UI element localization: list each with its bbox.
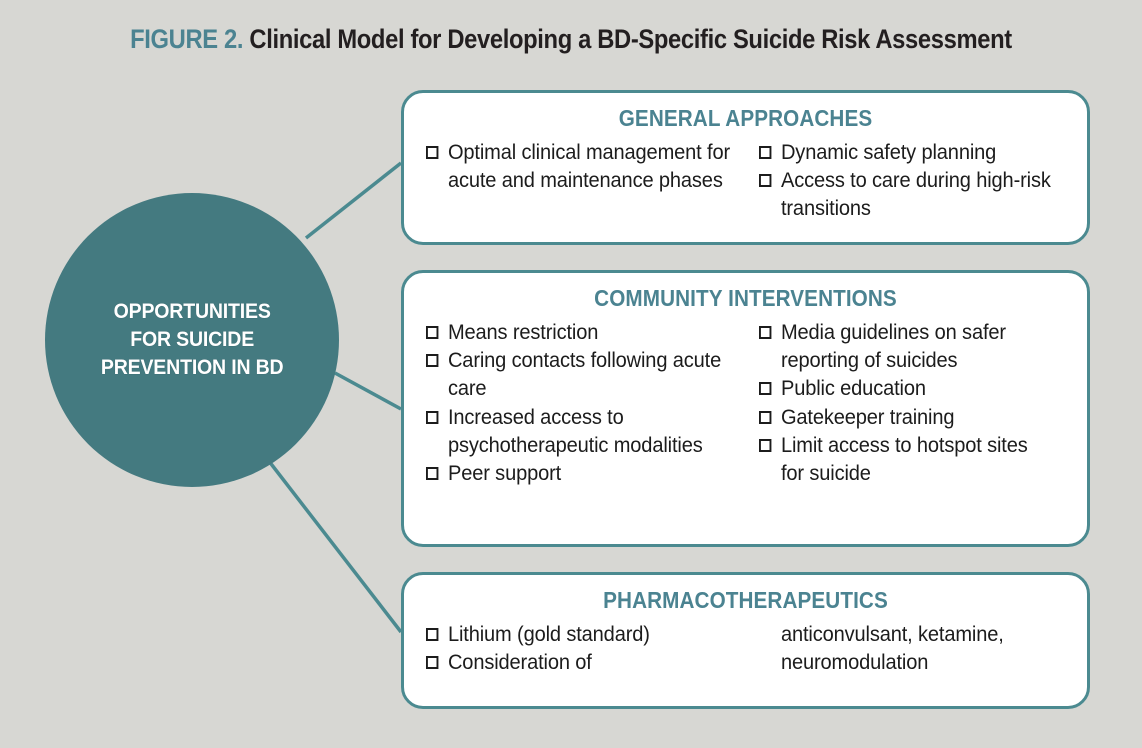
figure-title: FIGURE 2. Clinical Model for Developing … [69,24,1074,55]
list-item: Lithium (gold standard) [426,621,739,649]
connector-hub-to-pharmaco [263,454,403,634]
list-item-label: Lithium (gold standard) [447,623,650,646]
panel-columns-general: Optimal clinical management for acute an… [404,139,1087,224]
panel-pharmaco-right-column: anticonvulsant, ketamine, neuromodulatio… [759,621,1067,677]
list-item-label: Caring contacts following acute care [447,349,722,401]
panel-heading-general: GENERAL APPROACHES [618,105,873,131]
list-item-label: Dynamic safety planning [781,141,997,164]
checkbox-icon[interactable] [759,382,772,396]
panel-community-left-column: Means restriction Caring contacts follow… [426,319,759,488]
list-item-label: Consideration of [447,651,592,675]
connector-hub-to-community [334,371,402,411]
list-item: Limit access to hotspot sites for suicid… [759,432,1053,488]
list-item: Caring contacts following acute care [426,347,739,403]
hub-label: OPPORTUNITIES FOR SUICIDE PREVENTION IN … [86,298,298,381]
hub-label-line-2: FOR SUICIDE [130,328,254,352]
panel-pharmaco-left-column: Lithium (gold standard) Consideration of [426,621,759,677]
list-item-continuation: anticonvulsant, ketamine, neuromodulatio… [781,623,1005,675]
opportunities-hub: OPPORTUNITIES FOR SUICIDE PREVENTION IN … [45,193,339,487]
checkbox-icon[interactable] [759,438,772,452]
list-item-label: Optimal clinical management for acute an… [447,141,730,193]
checkbox-icon[interactable] [759,146,772,159]
figure-title-text: Clinical Model for Developing a BD-Speci… [249,24,1012,54]
list-item: Gatekeeper training [759,404,1053,432]
checkbox-icon[interactable] [759,174,772,188]
checkbox-icon[interactable] [426,467,439,481]
panel-heading-community: COMMUNITY INTERVENTIONS [594,285,897,311]
list-item-label: Increased access to psychotherapeutic mo… [447,405,703,457]
connector-hub-to-general [304,161,403,240]
list-item: Access to care during high-risk transiti… [759,167,1053,223]
list-item-label: Means restriction [447,321,599,344]
list-item: Consideration of [426,649,739,677]
hub-label-line-3: PREVENTION IN BD [100,355,284,379]
list-item: Optimal clinical management for acute an… [426,139,739,195]
checkbox-icon[interactable] [426,326,439,339]
list-item-label: Peer support [447,462,562,486]
list-item-label: Public education [781,377,927,401]
checkbox-icon[interactable] [426,656,439,670]
list-item: Public education [759,375,1053,403]
panel-pharmacotherapeutics: PHARMACOTHERAPEUTICS Lithium (gold stand… [401,572,1090,709]
checkbox-icon[interactable] [759,410,772,424]
list-item-label: Limit access to hotspot sites for suicid… [781,433,1028,486]
list-item: Dynamic safety planning [759,139,1053,167]
hub-label-line-1: OPPORTUNITIES [113,300,271,324]
list-item: Increased access to psychotherapeutic mo… [426,404,739,460]
checkbox-icon[interactable] [426,410,439,424]
list-item: Media guidelines on safer reporting of s… [759,319,1053,375]
checkbox-icon[interactable] [426,628,439,641]
checkbox-icon[interactable] [759,326,772,339]
panel-general-left-column: Optimal clinical management for acute an… [426,139,759,224]
list-item: Peer support [426,460,739,488]
list-item: Means restriction [426,319,739,347]
panel-general-approaches: GENERAL APPROACHES Optimal clinical mana… [401,90,1090,245]
list-item-label: Media guidelines on safer reporting of s… [781,321,1007,373]
panel-community-right-column: Media guidelines on safer reporting of s… [759,319,1067,488]
checkbox-icon[interactable] [426,354,439,368]
panel-community-interventions: COMMUNITY INTERVENTIONS Means restrictio… [401,270,1090,547]
checkbox-icon[interactable] [426,146,439,159]
figure-number: FIGURE 2. [130,24,244,54]
list-item-label: Gatekeeper training [781,405,955,429]
panel-general-right-column: Dynamic safety planning Access to care d… [759,139,1067,224]
panel-heading-pharmaco: PHARMACOTHERAPEUTICS [603,587,888,613]
list-item-label: Access to care during high-risk transiti… [781,169,1052,221]
panel-columns-pharmaco: Lithium (gold standard) Consideration of… [404,621,1087,677]
panel-columns-community: Means restriction Caring contacts follow… [404,319,1087,488]
